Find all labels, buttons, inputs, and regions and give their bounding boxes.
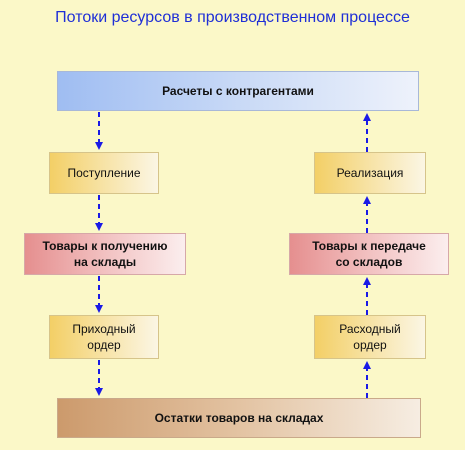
goods-to-receive-line1: Товары к получению [42,239,168,253]
diagram-title: Потоки ресурсов в производственном проце… [55,9,410,26]
receipt-box: Поступление [49,152,159,194]
counterparties-box: Расчеты с контрагентами [57,71,419,111]
goods-to-transfer-line2: со складов [335,255,403,269]
sale-box: Реализация [314,152,426,194]
incoming-order-line1: Приходный [72,322,136,336]
outgoing-order-box: Расходный ордер [314,315,426,359]
sale-label: Реализация [336,166,404,180]
incoming-order-line2: ордер [87,338,121,352]
goods-to-receive-box: Товары к получению на склады [24,233,186,275]
counterparties-label: Расчеты с контрагентами [162,84,314,98]
stock-balance-box: Остатки товаров на складах [57,398,421,438]
receipt-label: Поступление [67,166,141,180]
goods-to-transfer-box: Товары к передаче со складов [289,233,449,275]
goods-to-receive-line2: на склады [73,255,137,269]
outgoing-order-line2: ордер [353,338,387,352]
stock-balance-label: Остатки товаров на складах [154,411,324,425]
outgoing-order-line1: Расходный [339,322,401,336]
incoming-order-box: Приходный ордер [49,315,159,359]
goods-to-transfer-line1: Товары к передаче [312,239,426,253]
